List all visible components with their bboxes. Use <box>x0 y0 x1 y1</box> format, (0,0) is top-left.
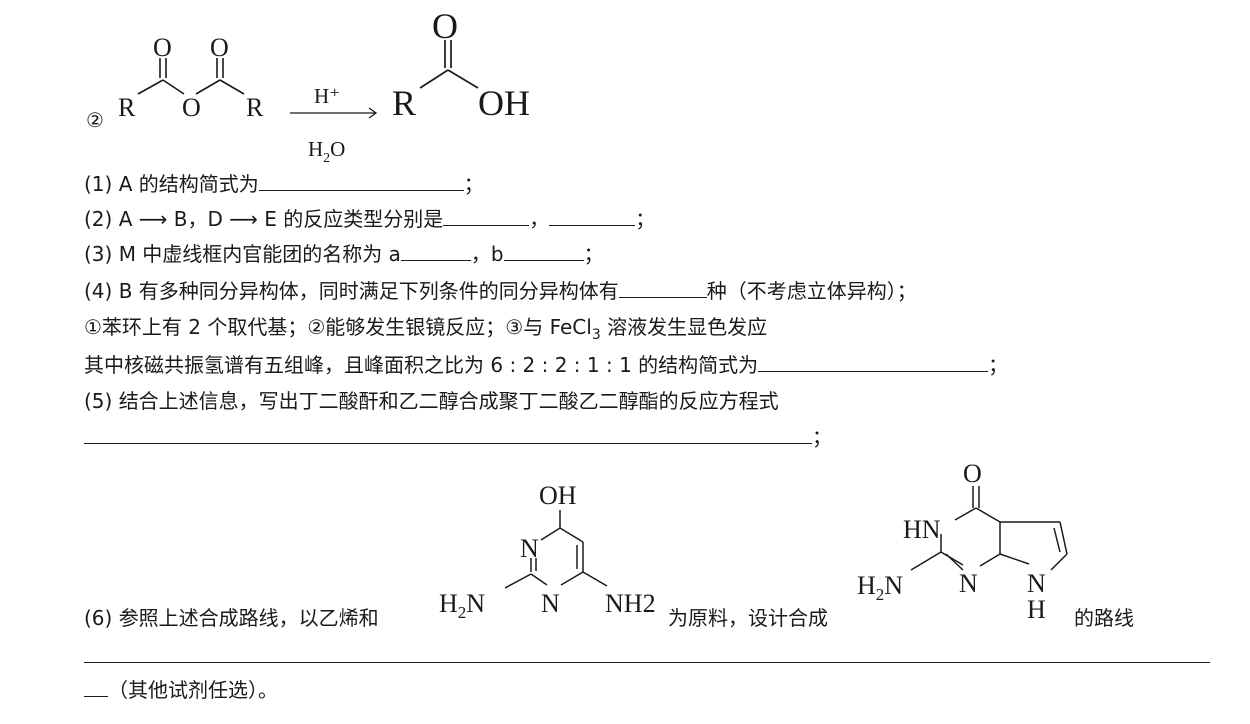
answer-blank-q6-end[interactable] <box>84 676 108 697</box>
pyrimidine-OH: OH <box>539 481 577 510</box>
pyrrolo-O: O <box>963 459 982 488</box>
reagent-H-plus: H⁺ <box>314 84 340 108</box>
pyrimidine-N-top: N <box>520 534 539 563</box>
question-3: (3) M 中虚线框内官能团的名称为 a，b； <box>84 240 604 266</box>
pyrrolo-N-ring: N <box>959 569 978 598</box>
question-2: (2) A ⟶ B，D ⟶ E 的反应类型分别是，； <box>84 205 656 231</box>
pyrrolo-H2N: H2N <box>857 571 903 604</box>
answer-blank-q6-line[interactable] <box>84 662 1210 663</box>
atom-O-2: O <box>210 33 229 62</box>
question-6-suffix: 的路线 <box>1074 606 1134 630</box>
atom-R-2: R <box>246 93 264 122</box>
pyrrolo-NH-N: N <box>1027 569 1046 598</box>
acid-atom-OH: OH <box>478 83 530 123</box>
question-6-prefix: (6) 参照上述合成路线，以乙烯和 <box>84 606 379 630</box>
answer-blank-q3a[interactable] <box>400 240 471 261</box>
pyrimidine-H2N: H2N <box>439 589 485 622</box>
atom-R-1: R <box>118 93 136 122</box>
question-1: (1) A 的结构简式为； <box>84 170 484 196</box>
atom-O-bridge: O <box>182 93 201 122</box>
answer-blank-q4[interactable] <box>618 277 707 298</box>
acid-atom-O: O <box>432 6 458 46</box>
pyrrolopyrimidine-structure: O HN N H2N N H <box>857 459 1068 622</box>
answer-blank-nmr[interactable] <box>758 351 989 372</box>
acid-structure <box>419 40 479 89</box>
atom-O-1: O <box>153 33 172 62</box>
question-5: (5) 结合上述信息，写出丁二酸酐和乙二醇合成聚丁二酸乙二醇酯的反应方程式 <box>84 389 779 413</box>
acid-atom-R: R <box>392 83 416 123</box>
anhydride-hydrolysis-diagram: O O R O R H⁺ H2O O R OH <box>118 6 530 165</box>
reaction-scheme-2: ② O O R O R H⁺ H2O O R OH <box>80 0 560 165</box>
isomer-conditions: ①苯环上有 2 个取代基；②能够发生银镜反应；③与 FeCl3 溶液发生显色发应 <box>84 315 768 343</box>
pyrrolo-NH-H: H <box>1027 595 1046 622</box>
answer-blank-q1[interactable] <box>258 170 464 191</box>
reagent-water: H2O <box>308 137 345 165</box>
reaction-number: ② <box>86 108 104 132</box>
question-6-middle: 为原料，设计合成 <box>668 606 828 630</box>
pyrimidine-structure: OH N N H2N NH2 <box>439 481 656 622</box>
question-5-answer-line: ； <box>84 423 832 451</box>
question-4: (4) B 有多种同分异构体，同时满足下列条件的同分异构体有种（不考虑立体异构）… <box>84 277 917 303</box>
pyrrolo-HN: HN <box>903 515 941 544</box>
nmr-condition: 其中核磁共振氢谱有五组峰，且峰面积之比为 6 : 2 : 2 : 1 : 1 的… <box>84 351 1009 377</box>
reaction-arrow-head <box>368 107 378 119</box>
answer-blank-q2b[interactable] <box>549 205 636 226</box>
answer-blank-q2a[interactable] <box>443 205 530 226</box>
pyrimidine-N-bottom: N <box>541 589 560 618</box>
question-6-tail: （其他试剂任选）。 <box>84 676 278 704</box>
anhydride-structure <box>137 58 245 95</box>
answer-blank-q3b[interactable] <box>503 240 584 261</box>
pyrimidine-NH2: NH2 <box>605 589 656 618</box>
answer-blank-q5[interactable] <box>84 423 812 444</box>
